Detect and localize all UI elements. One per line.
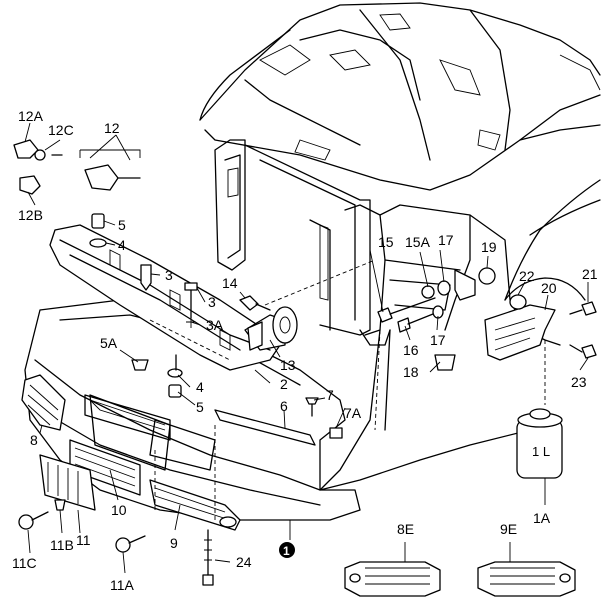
label-12A: 12A: [18, 108, 44, 124]
label-22: 22: [519, 268, 535, 284]
label-10: 10: [111, 502, 127, 518]
label-17-upper: 17: [438, 232, 454, 248]
headlight-washer-parts: [13, 139, 141, 195]
label-15A: 15A: [405, 234, 431, 250]
label-3A: 3A: [206, 317, 224, 333]
car-body-outline: [199, 2, 601, 301]
main-part-callout: [279, 542, 295, 558]
label-11A: 11A: [110, 577, 135, 593]
label-16: 16: [403, 342, 419, 358]
fastener-set: [18, 213, 597, 586]
assembly-lines: [149, 259, 546, 520]
label-14: 14: [222, 275, 238, 291]
label-12C: 12C: [48, 122, 74, 138]
label-5-upper: 5: [118, 217, 126, 233]
label-6: 6: [280, 398, 288, 414]
label-1A: 1A: [533, 510, 551, 526]
label-5A: 5A: [100, 335, 118, 351]
label-3-upper: 3: [165, 267, 173, 283]
label-23: 23: [571, 374, 587, 390]
label-9E: 9E: [500, 521, 517, 537]
label-12: 12: [104, 120, 120, 136]
label-20: 20: [541, 280, 557, 296]
label-13: 13: [280, 357, 296, 373]
label-2: 2: [280, 376, 288, 392]
label-12B: 12B: [18, 207, 43, 223]
container-label: 1 L: [532, 444, 550, 459]
leader-lines: [24, 122, 589, 574]
label-8: 8: [30, 432, 38, 448]
label-21: 21: [582, 266, 598, 282]
grille-parts: [21, 374, 241, 531]
label-18: 18: [403, 364, 419, 380]
label-11B: 11B: [50, 537, 74, 553]
label-1: 1: [283, 544, 290, 558]
label-11: 11: [76, 532, 91, 548]
impact-absorber: [244, 306, 298, 351]
label-19: 19: [481, 239, 497, 255]
part-labels: 12A 12C 12 12B 5 4 3 3 3A 5A 4 5 2 13 14…: [12, 108, 598, 593]
label-17-lower: 17: [430, 332, 446, 348]
label-24: 24: [236, 554, 252, 570]
label-9: 9: [170, 535, 178, 551]
label-4-upper: 4: [118, 237, 126, 253]
trim-strip: [214, 409, 316, 446]
fluid-container: 1 L: [516, 408, 563, 479]
label-5-lower: 5: [196, 399, 204, 415]
label-11C: 11C: [12, 555, 37, 571]
lock-carrier-frame: [214, 139, 471, 346]
label-7A: 7A: [344, 405, 362, 421]
vent-grilles: [344, 561, 576, 597]
label-7: 7: [326, 387, 334, 403]
label-3-lower: 3: [208, 294, 216, 310]
label-8E: 8E: [397, 521, 414, 537]
label-15: 15: [378, 234, 394, 250]
label-4-lower: 4: [196, 379, 204, 395]
